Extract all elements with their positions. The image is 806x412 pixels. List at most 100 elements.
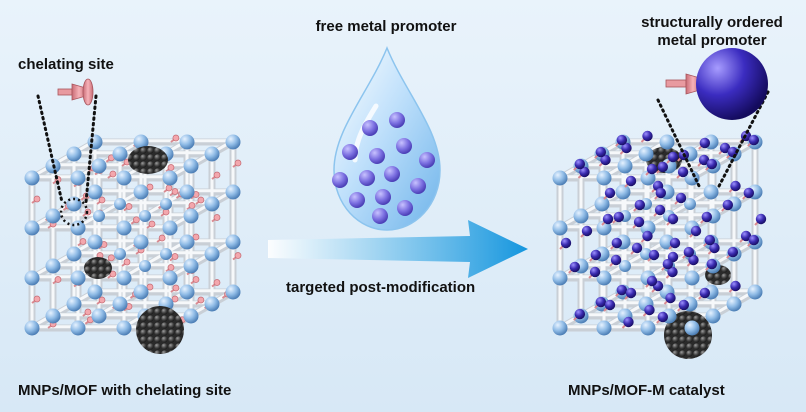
chelating-group-head xyxy=(197,196,205,204)
frame-node xyxy=(24,170,40,186)
chelating-group xyxy=(82,308,92,317)
free-promoter-ball xyxy=(349,192,365,208)
chelating-group xyxy=(107,270,117,279)
metal-promoter xyxy=(621,316,634,329)
promoter-sphere xyxy=(633,216,645,228)
promoter-sphere xyxy=(730,280,741,292)
frame-node xyxy=(747,284,763,300)
metal-promoter xyxy=(689,225,702,238)
promoter-sphere xyxy=(621,142,632,154)
promoter-sphere xyxy=(595,296,607,308)
metal-promoter xyxy=(656,311,669,324)
promoter-sphere xyxy=(688,254,699,266)
chelating-site-highlight-circle xyxy=(59,197,89,227)
metal-promoter xyxy=(728,180,741,193)
frame-node xyxy=(183,208,199,224)
frame-node xyxy=(705,308,721,324)
chelating-group xyxy=(156,234,166,243)
promoter-sphere xyxy=(727,246,739,258)
metal-promoter xyxy=(594,146,607,159)
frame-node xyxy=(204,296,220,312)
chelating-group-head xyxy=(171,188,179,195)
frame-node xyxy=(204,196,220,212)
chelating-group-head xyxy=(165,184,173,192)
promoter-sphere xyxy=(600,154,611,166)
chelating-group-head xyxy=(133,216,140,224)
metal-promoter xyxy=(653,204,666,217)
chelating-group xyxy=(195,296,205,305)
promoter-sphere xyxy=(657,161,669,173)
frame-node xyxy=(615,184,631,200)
promoter-sphere xyxy=(574,158,586,170)
nanoparticle xyxy=(664,311,712,359)
metal-promoter xyxy=(598,154,611,167)
promoter-sphere xyxy=(604,299,616,311)
metal-promoter xyxy=(674,192,687,205)
chelating-group-head xyxy=(192,276,200,283)
metal-promoter xyxy=(573,308,586,321)
metal-promoter xyxy=(589,249,602,262)
frame-node xyxy=(87,284,103,300)
metal-promoter xyxy=(666,151,679,164)
frame-node xyxy=(133,184,149,200)
promoter-sphere xyxy=(722,199,734,211)
chelating-group-head xyxy=(54,276,62,283)
chelating-group-head xyxy=(213,279,221,286)
promoter-sphere xyxy=(662,258,674,270)
promoter-sphere xyxy=(683,246,695,258)
metal-promoter xyxy=(577,166,590,179)
frame-node xyxy=(24,270,40,286)
promoter-sphere xyxy=(748,234,760,246)
frame-node xyxy=(619,260,631,272)
metal-promoter xyxy=(698,137,711,150)
metal-promoter xyxy=(700,211,713,224)
chelating-group-head xyxy=(197,296,205,304)
promoter-sphere xyxy=(709,242,720,254)
post-modification-label: targeted post-modification xyxy=(286,279,476,296)
frame-node xyxy=(93,210,105,222)
nanoparticle xyxy=(84,257,112,279)
metal-promoter xyxy=(682,246,695,259)
frame-node xyxy=(179,234,195,250)
frame-node xyxy=(596,170,612,186)
metal-promoter xyxy=(668,237,681,250)
metal-promoter xyxy=(656,161,669,174)
free-promoter-ball xyxy=(359,170,375,186)
promoter-sphere xyxy=(616,134,628,146)
left-mof-cube xyxy=(24,94,242,354)
frame-node xyxy=(24,320,40,336)
free-promoter-ball xyxy=(410,178,426,194)
chelating-group xyxy=(211,171,221,180)
frame-node xyxy=(638,146,654,162)
frame-node xyxy=(139,260,151,272)
frame-node xyxy=(91,158,107,174)
promoter-sphere xyxy=(560,237,572,249)
frame-node xyxy=(552,320,568,336)
metal-promoter xyxy=(718,142,731,155)
frame-node xyxy=(162,220,178,236)
frame-node xyxy=(617,158,633,174)
chelating-group xyxy=(96,296,106,305)
frame-node xyxy=(640,220,656,236)
frame-node xyxy=(66,246,82,262)
chelating-group-head xyxy=(107,254,115,262)
chelating-group xyxy=(232,252,242,261)
chelating-group xyxy=(121,258,131,267)
metal-promoter xyxy=(640,130,653,143)
chelating-group xyxy=(232,159,242,168)
chelating-group-head xyxy=(171,295,179,303)
frame-node xyxy=(204,246,220,262)
chelating-group xyxy=(165,164,175,173)
promoter-sphere xyxy=(669,237,681,249)
left-nanoparticles xyxy=(84,146,184,354)
metal-promoter xyxy=(661,258,674,271)
metal-promoter xyxy=(624,287,637,300)
frame-node xyxy=(45,308,61,324)
promoter-sphere xyxy=(634,199,646,211)
chelating-group xyxy=(52,276,62,285)
nanoparticle xyxy=(136,306,184,354)
metal-promoter xyxy=(632,216,645,229)
metal-promoter xyxy=(697,154,710,167)
frame-node xyxy=(116,270,132,286)
